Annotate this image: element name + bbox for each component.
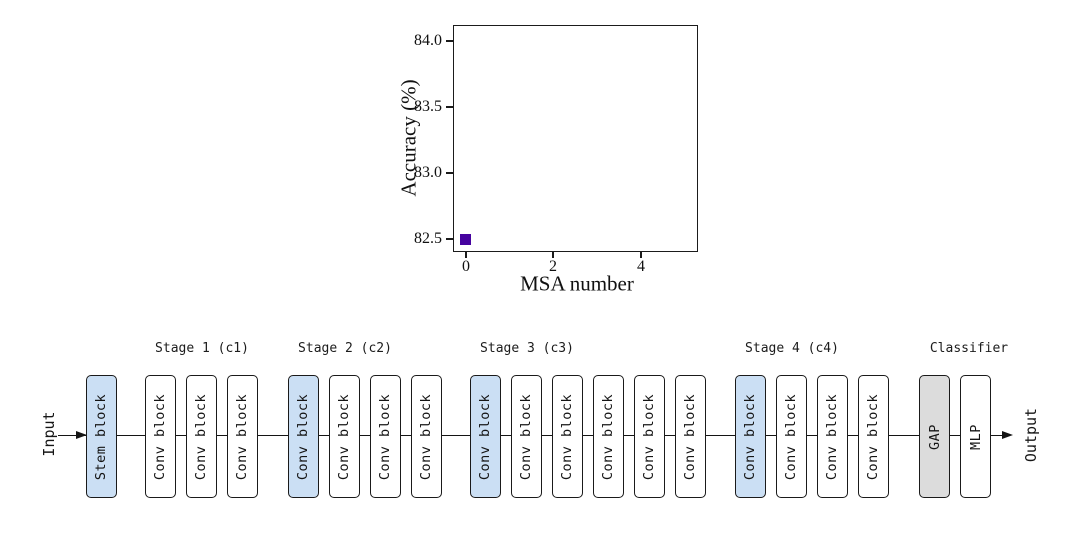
conv-block-label: Conv block	[682, 393, 699, 480]
y-tick-label: 82.5	[414, 230, 442, 247]
conv-block-label: Conv block	[783, 393, 800, 480]
conv-block: Conv block	[411, 375, 442, 498]
x-tick-label: 0	[462, 258, 470, 275]
x-tick-mark	[465, 252, 467, 258]
conv-block: Conv block	[470, 375, 501, 498]
conv-block: Conv block	[634, 375, 665, 498]
conv-block-label: Conv block	[559, 393, 576, 480]
conv-block-label: Conv block	[518, 393, 535, 480]
conv-block-label: Conv block	[824, 393, 841, 480]
gap-block: GAP	[919, 375, 950, 498]
conv-block: Conv block	[675, 375, 706, 498]
input-label: Input	[40, 411, 58, 457]
conv-block-label: Conv block	[295, 393, 312, 480]
stem-block-label: Stem block	[93, 393, 110, 480]
conv-block-label: Conv block	[477, 393, 494, 480]
y-tick-mark	[446, 238, 453, 240]
x-tick-label: 4	[637, 258, 645, 275]
conv-block: Conv block	[227, 375, 258, 498]
group-stage-1-c1: Stage 1 (c1) Conv block Conv block Conv blo…	[145, 341, 258, 498]
mlp-block: MLP	[960, 375, 991, 498]
conv-block: Conv block	[817, 375, 848, 498]
output-arrowhead-icon	[1002, 430, 1013, 439]
stage-2-c2-label: Stage 2 (c2)	[298, 341, 392, 356]
x-tick-label: 2	[549, 258, 557, 275]
stage-4-c4-label: Stage 4 (c4)	[745, 341, 839, 356]
conv-block: Conv block	[552, 375, 583, 498]
x-tick-mark	[640, 252, 642, 258]
input-arrowhead-icon	[76, 430, 87, 439]
y-tick-label: 84.0	[414, 32, 442, 49]
stage-1-c1-label: Stage 1 (c1)	[155, 341, 249, 356]
conv-block: Conv block	[145, 375, 176, 498]
conv-block: Conv block	[329, 375, 360, 498]
y-tick-mark	[446, 106, 453, 108]
mlp-block-label: MLP	[967, 423, 984, 450]
x-tick-mark	[552, 252, 554, 258]
y-tick-mark	[446, 40, 453, 42]
group-stage-4-c4: Stage 4 (c4) Conv block Conv block Conv blo…	[735, 341, 889, 498]
output-label: Output	[1022, 407, 1040, 463]
conv-block-label: Conv block	[193, 393, 210, 480]
conv-block: Conv block	[858, 375, 889, 498]
conv-block-label: Conv block	[865, 393, 882, 480]
conv-block-label: Conv block	[377, 393, 394, 480]
y-tick-mark	[446, 172, 453, 174]
y-tick-label: 83.5	[414, 98, 442, 115]
conv-block-label: Conv block	[600, 393, 617, 480]
conv-block: Conv block	[593, 375, 624, 498]
conv-block: Conv block	[288, 375, 319, 498]
y-tick-label: 83.0	[414, 164, 442, 181]
group-stage-3-c3: Stage 3 (c3) Conv block Conv block Conv blo…	[470, 341, 706, 498]
conv-block: Conv block	[735, 375, 766, 498]
classifier-label: Classifier	[929, 341, 1009, 356]
conv-block-label: Conv block	[336, 393, 353, 480]
conv-block: Conv block	[776, 375, 807, 498]
gap-block-label: GAP	[926, 423, 943, 450]
group-stem: Stem block	[86, 375, 117, 498]
group-stage-2-c2: Stage 2 (c2) Conv block Conv block Conv blo…	[288, 341, 442, 498]
conv-block: Conv block	[370, 375, 401, 498]
data-point-marker	[460, 234, 471, 245]
conv-block-label: Conv block	[418, 393, 435, 480]
x-axis-label: MSA number	[520, 271, 634, 296]
stage-3-c3-label: Stage 3 (c3)	[480, 341, 574, 356]
plot-area	[453, 25, 698, 252]
conv-block-label: Conv block	[641, 393, 658, 480]
conv-block-label: Conv block	[742, 393, 759, 480]
conv-block: Conv block	[186, 375, 217, 498]
stem-block: Stem block	[86, 375, 117, 498]
conv-block-label: Conv block	[152, 393, 169, 480]
conv-block: Conv block	[511, 375, 542, 498]
conv-block-label: Conv block	[234, 393, 251, 480]
